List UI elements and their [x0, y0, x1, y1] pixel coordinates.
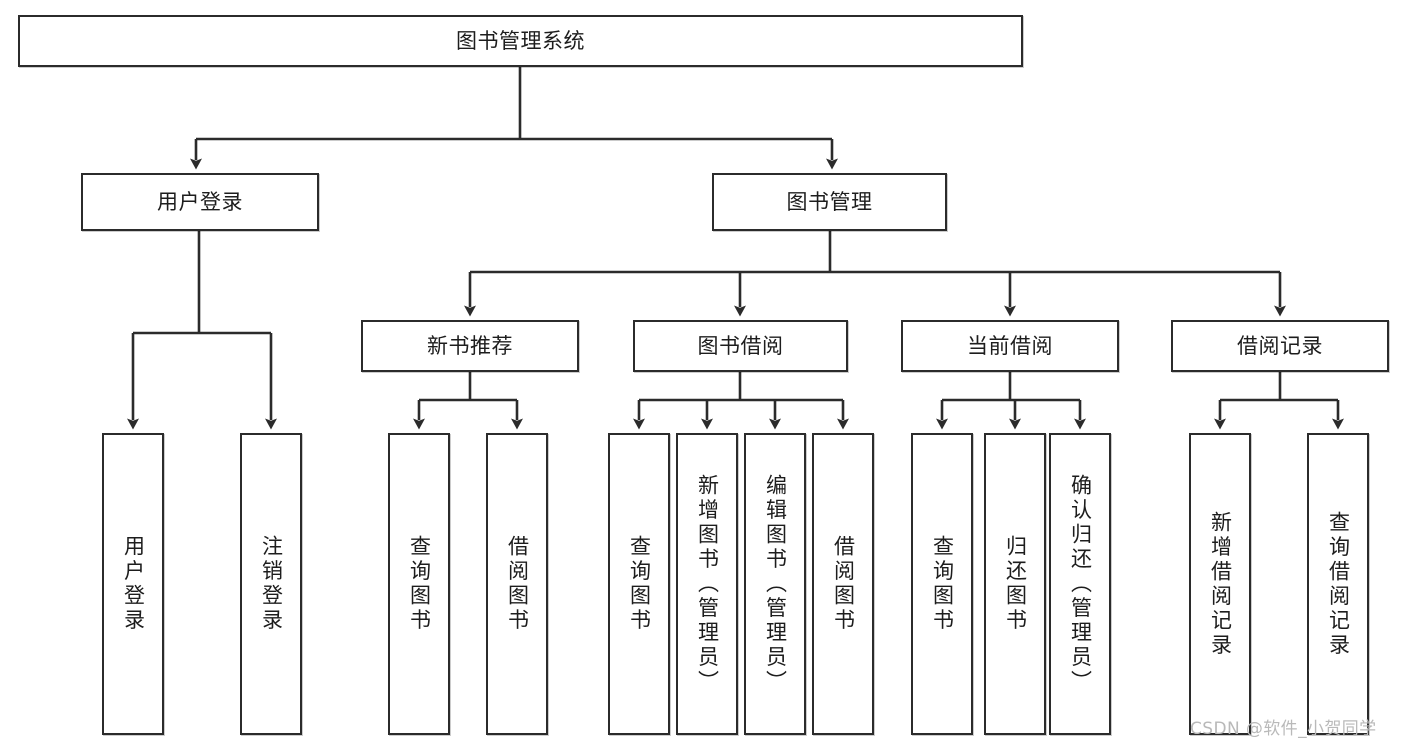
node-current-borrow-label: 当前借阅	[967, 333, 1053, 358]
node-current-borrow[interactable]: 当前借阅	[901, 320, 1119, 372]
node-user-login[interactable]: 用户登录	[81, 173, 319, 231]
node-leaf-add-record-label: 新增借阅记录	[1208, 510, 1233, 658]
node-root[interactable]: 图书管理系统	[18, 15, 1023, 67]
node-leaf-borrow-book-label: 借阅图书	[831, 535, 856, 633]
node-leaf-confirm-return-label: 确认归还（管理员）	[1068, 473, 1093, 695]
node-user-login-label: 用户登录	[157, 189, 243, 214]
node-leaf-add-record[interactable]: 新增借阅记录	[1189, 433, 1251, 735]
node-leaf-edit-book[interactable]: 编辑图书（管理员）	[744, 433, 806, 735]
node-leaf-add-book-label: 新增图书（管理员）	[695, 473, 720, 695]
node-leaf-return-book[interactable]: 归还图书	[984, 433, 1046, 735]
node-book-manage-label: 图书管理	[786, 189, 873, 214]
node-leaf-return-book-label: 归还图书	[1003, 535, 1028, 633]
node-book-borrow-label: 图书借阅	[697, 333, 784, 358]
node-leaf-query-book-rec[interactable]: 查询图书	[388, 433, 450, 735]
node-borrow-record-label: 借阅记录	[1237, 333, 1323, 358]
node-leaf-borrow-book[interactable]: 借阅图书	[812, 433, 874, 735]
node-leaf-logout-label: 注销登录	[259, 535, 284, 633]
node-leaf-logout[interactable]: 注销登录	[240, 433, 302, 735]
node-leaf-borrow-book-rec[interactable]: 借阅图书	[486, 433, 548, 735]
node-leaf-query-book-borrow-label: 查询图书	[627, 535, 652, 633]
node-leaf-query-book-rec-label: 查询图书	[407, 535, 432, 633]
watermark-text: CSDN @软件_小贺同学	[1190, 719, 1377, 739]
node-leaf-query-book-cur-label: 查询图书	[930, 535, 955, 633]
node-root-label: 图书管理系统	[456, 28, 585, 53]
node-book-manage[interactable]: 图书管理	[712, 173, 947, 231]
node-new-book-rec-label: 新书推荐	[427, 333, 513, 358]
node-leaf-confirm-return[interactable]: 确认归还（管理员）	[1049, 433, 1111, 735]
node-leaf-borrow-book-rec-label: 借阅图书	[505, 535, 530, 633]
node-leaf-add-book[interactable]: 新增图书（管理员）	[676, 433, 738, 735]
node-leaf-edit-book-label: 编辑图书（管理员）	[763, 473, 788, 695]
node-leaf-query-record-label: 查询借阅记录	[1326, 510, 1351, 658]
node-new-book-rec[interactable]: 新书推荐	[361, 320, 579, 372]
node-borrow-record[interactable]: 借阅记录	[1171, 320, 1389, 372]
node-book-borrow[interactable]: 图书借阅	[633, 320, 848, 372]
node-leaf-query-book-cur[interactable]: 查询图书	[911, 433, 973, 735]
node-leaf-user-login-label: 用户登录	[121, 535, 146, 633]
node-leaf-query-book-borrow[interactable]: 查询图书	[608, 433, 670, 735]
node-leaf-query-record[interactable]: 查询借阅记录	[1307, 433, 1369, 735]
node-leaf-user-login[interactable]: 用户登录	[102, 433, 164, 735]
